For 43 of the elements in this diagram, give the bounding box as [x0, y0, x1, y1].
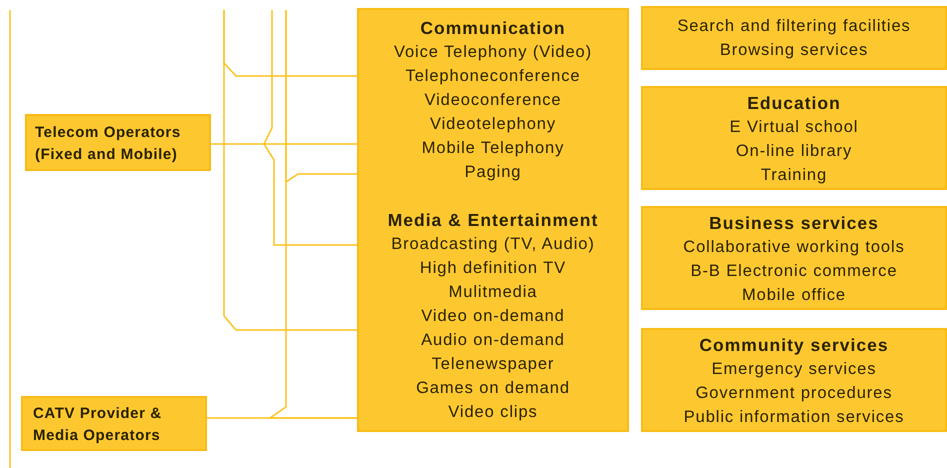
connector-line: [263, 10, 357, 246]
service-item: Video clips: [447, 402, 539, 423]
group-heading: Communication: [419, 17, 567, 40]
group-heading: Media & Entertainment: [386, 209, 600, 232]
service-item: E Virtual school: [728, 117, 860, 138]
connector-line: [211, 143, 357, 145]
service-item: Search and filtering facilities: [676, 16, 912, 37]
service-item: Telephoneconference: [404, 66, 582, 87]
service-item: Voice Telephony (Video): [392, 42, 594, 63]
service-item: Public information services: [682, 407, 906, 428]
service-item: Mobile office: [740, 285, 848, 306]
service-item: Games on demand: [415, 378, 571, 399]
operator-name: CATV Provider & Media Operators: [33, 404, 163, 446]
service-box: [641, 328, 947, 432]
operator-name: Telecom Operators (Fixed and Mobile): [35, 123, 182, 165]
service-item: Videoconference: [423, 90, 563, 111]
group-heading: Education: [746, 92, 842, 115]
service-item: On-line library: [734, 141, 854, 162]
service-item: Paging: [464, 162, 522, 183]
service-item: Telenewspaper: [430, 354, 556, 375]
service-item: High definition TV: [418, 258, 568, 279]
service-item: Training: [760, 165, 828, 186]
service-item: Videotelephony: [428, 114, 558, 135]
service-item: Mobile Telephony: [420, 138, 566, 159]
service-item: Audio on-demand: [420, 330, 566, 351]
service-item: Broadcasting (TV, Audio): [390, 234, 596, 255]
service-item: Mulitmedia: [448, 282, 538, 303]
service-box: [641, 86, 947, 190]
group-heading: Community services: [698, 334, 890, 357]
group-heading: Business services: [708, 212, 880, 235]
connector-line: [223, 10, 357, 331]
service-item: Browsing services: [718, 40, 870, 61]
service-item: Emergency services: [710, 359, 878, 380]
service-item: Collaborative working tools: [682, 237, 906, 258]
service-item: Video on-demand: [420, 306, 566, 327]
service-box: [641, 206, 947, 310]
operator-box: [25, 114, 211, 171]
service-box: [641, 6, 947, 70]
service-panel: [357, 8, 629, 432]
service-item: Government procedures: [694, 383, 894, 404]
connector-line: [268, 10, 357, 419]
service-item: B-B Electronic commerce: [690, 261, 898, 282]
operator-box: [21, 396, 207, 451]
